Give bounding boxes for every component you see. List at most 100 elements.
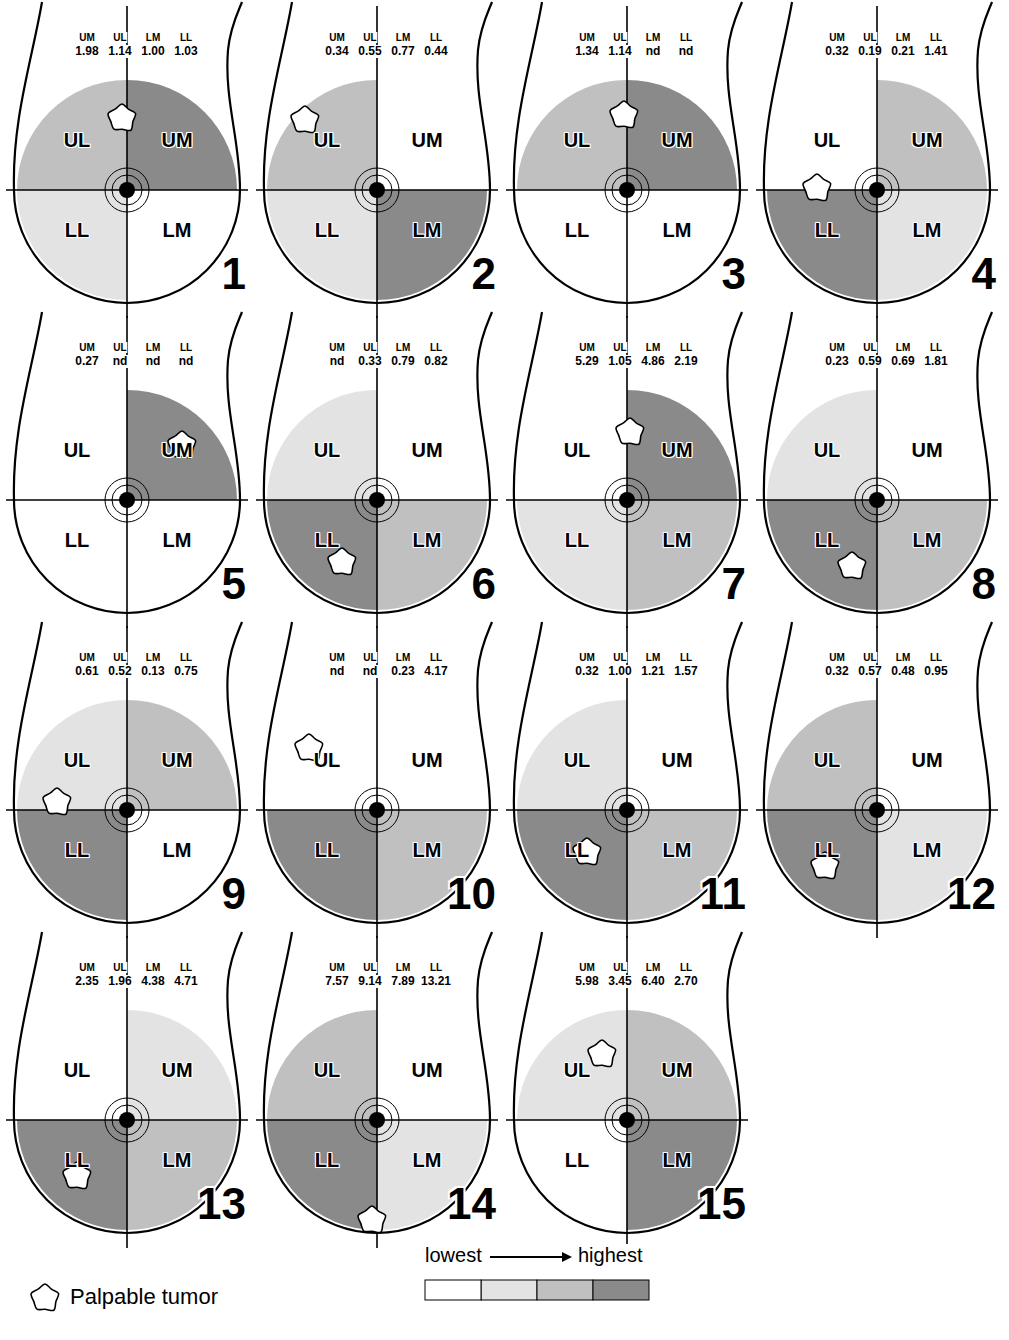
quadrant-label: LM (663, 530, 692, 550)
table-value: nd (678, 45, 695, 58)
quadrant-fill (377, 390, 487, 500)
quadrant: UL (17, 390, 127, 500)
areola-ring (612, 485, 642, 515)
quadrant-shape (377, 500, 487, 610)
quadrant-label: UM (411, 1060, 442, 1080)
quadrant-label: LM (413, 1150, 442, 1170)
quadrant: LL (17, 810, 127, 920)
quadrant: LL (267, 190, 377, 300)
column-header: UL (612, 32, 627, 43)
nipple-dot (619, 182, 635, 198)
quadrant: UM (127, 390, 237, 500)
table-value: 1.96 (107, 975, 132, 988)
table-value: 1.00 (140, 45, 165, 58)
quadrant-label: LM (663, 220, 692, 240)
quadrant: UL (267, 1010, 377, 1120)
quadrant-label: LL (815, 840, 839, 860)
tumor-shape (43, 788, 71, 815)
quadrant-shape (377, 190, 487, 300)
quadrant: UL (517, 80, 627, 190)
areola-ring (612, 175, 642, 205)
quadrant-label: UL (314, 440, 341, 460)
quadrant-fill (377, 700, 487, 810)
table-value: 3.45 (607, 975, 632, 988)
table-value: 0.19 (857, 45, 882, 58)
nipple-dot (619, 1112, 635, 1128)
quadrant: UL (767, 700, 877, 810)
table-value: 5.29 (574, 355, 599, 368)
quadrant: UM (377, 1010, 487, 1120)
column-header: LL (429, 652, 443, 663)
quadrant-fill (767, 810, 877, 920)
quadrant-label: LM (663, 840, 692, 860)
quadrant-shape (627, 500, 737, 610)
quadrant-fill (767, 700, 877, 810)
table-value: 4.38 (140, 975, 165, 988)
quadrant-shape (127, 190, 237, 300)
column-header: LM (895, 652, 911, 663)
quadrant-shape (877, 190, 987, 300)
quadrant: LL (17, 190, 127, 300)
quadrant-fill (517, 700, 627, 810)
quadrant: LL (267, 810, 377, 920)
quadrant-fill (127, 190, 237, 300)
table-value: nd (329, 355, 346, 368)
table-value: 0.55 (357, 45, 382, 58)
nipple-dot (369, 1112, 385, 1128)
quadrant-shape (267, 810, 377, 920)
quadrant: UM (127, 1010, 237, 1120)
quadrant-label: LL (65, 220, 89, 240)
quadrant-fill (517, 1120, 627, 1230)
areola-ring (612, 1105, 642, 1135)
table-value: 1.00 (607, 665, 632, 678)
areola-ring (605, 168, 649, 212)
panel-number: 15 (697, 1182, 746, 1226)
quadrant-shape (517, 500, 627, 610)
panel-number: 12 (947, 872, 996, 916)
column-header: UM (78, 962, 96, 973)
quadrant: UL (517, 700, 627, 810)
outline-path (264, 2, 492, 303)
areola-ring (362, 795, 392, 825)
quadrant: UL (267, 80, 377, 190)
nipple-dot (619, 802, 635, 818)
quadrant-label: UM (911, 440, 942, 460)
quadrant-shape (517, 1120, 627, 1230)
nipple-dot (869, 492, 885, 508)
quadrant-fill (877, 500, 987, 610)
quadrant-fill (127, 500, 237, 610)
table-value: 1.05 (607, 355, 632, 368)
outline-path (264, 312, 492, 613)
quadrant: LL (517, 500, 627, 610)
areola-ring (105, 168, 149, 212)
outline-path (514, 312, 742, 613)
quadrant-label: LM (413, 840, 442, 860)
quadrant-shape (17, 810, 127, 920)
quadrant-label: LL (565, 1150, 589, 1170)
quadrant-label: LM (163, 220, 192, 240)
quadrant-shape (127, 500, 237, 610)
column-header: UL (362, 652, 377, 663)
column-header: UM (78, 652, 96, 663)
quadrant: UL (267, 700, 377, 810)
quadrant-fill (127, 1010, 237, 1120)
table-value: 1.81 (923, 355, 948, 368)
table-value: 0.32 (574, 665, 599, 678)
column-header: LM (145, 342, 161, 353)
quadrant-label: LL (565, 840, 589, 860)
column-header: LL (429, 962, 443, 973)
panel-number: 1 (222, 252, 246, 296)
quadrant: UM (377, 390, 487, 500)
table-value: 2.70 (673, 975, 698, 988)
column-header: LL (179, 342, 193, 353)
quadrant: UL (17, 700, 127, 810)
table-value: nd (145, 355, 162, 368)
quadrant-fill (517, 80, 627, 190)
column-header: UM (328, 342, 346, 353)
legend-text: Palpable tumor (70, 1285, 218, 1309)
quadrant-fill (267, 810, 377, 920)
table-value: nd (329, 665, 346, 678)
quadrant: UM (627, 80, 737, 190)
quadrant-fill (627, 390, 737, 500)
quadrant-shape (17, 500, 127, 610)
